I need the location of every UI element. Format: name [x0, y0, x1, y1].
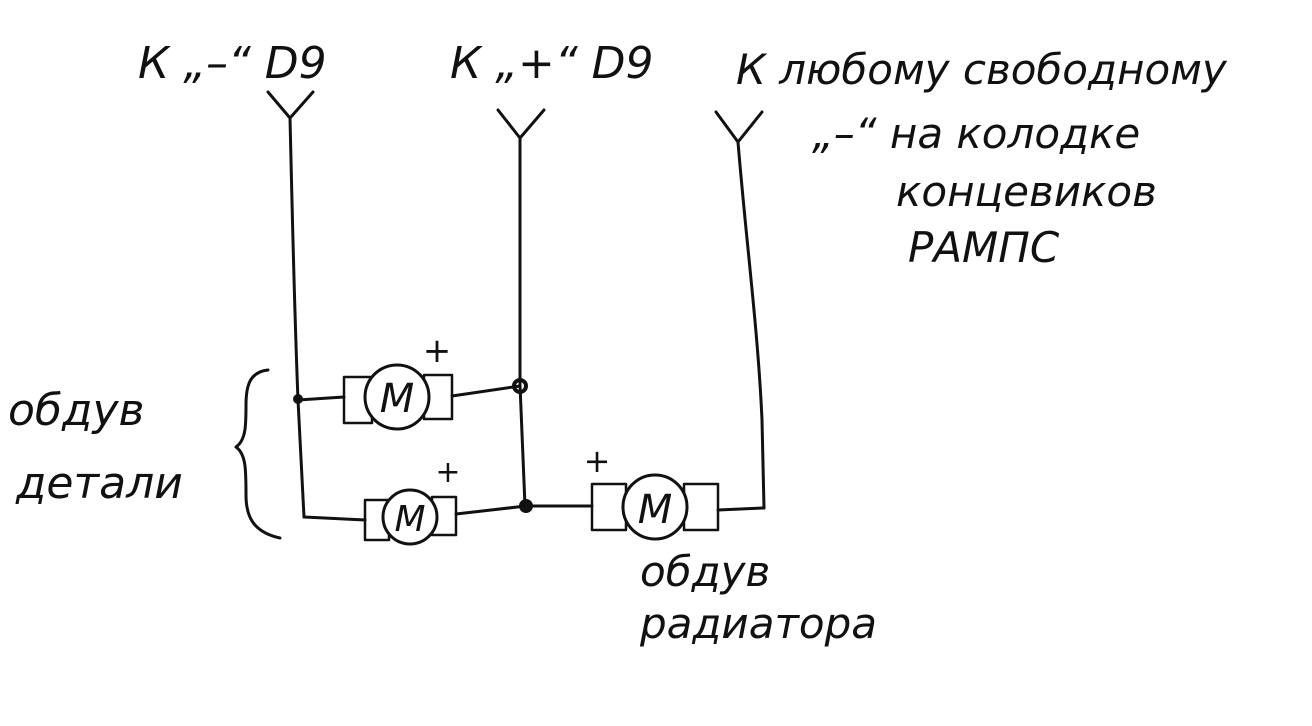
label-radiator-line1: обдув: [640, 547, 770, 596]
terminal-any-connector: [714, 110, 764, 144]
label-terminal-any-line4: РАМПС: [908, 223, 1060, 272]
motor-part-fan-upper: М +: [296, 331, 522, 431]
wire-plus-vertical: [518, 136, 527, 508]
motor-lower-plus: +: [435, 455, 460, 490]
label-terminal-any-line1: К любому свободному: [736, 45, 1228, 94]
motor-lower-symbol: М: [394, 499, 425, 540]
label-radiator-line2: радиатора: [639, 599, 877, 648]
group-brace: [234, 368, 282, 540]
motor-upper-plus: +: [423, 331, 452, 371]
label-terminal-any-line3: концевиков: [896, 167, 1157, 216]
label-group-line1: обдув: [8, 385, 144, 436]
motor-upper-symbol: М: [380, 376, 415, 422]
label-terminal-plus: К „+“ D9: [450, 38, 654, 89]
motor-part-fan-lower: М +: [302, 455, 528, 546]
terminal-minus-connector: [266, 90, 315, 120]
motor-radiator-symbol: М: [638, 487, 673, 533]
wire-any-vertical: [736, 140, 766, 510]
motor-radiator-plus: +: [584, 442, 611, 480]
terminal-plus-connector: [496, 108, 546, 140]
wire-minus-vertical: [288, 116, 306, 519]
label-terminal-any-line2: „–“ на колодке: [812, 109, 1140, 158]
label-group-line2: детали: [15, 458, 183, 509]
motor-radiator-fan: М +: [524, 442, 766, 541]
label-terminal-minus: К „–“ D9: [138, 38, 327, 89]
